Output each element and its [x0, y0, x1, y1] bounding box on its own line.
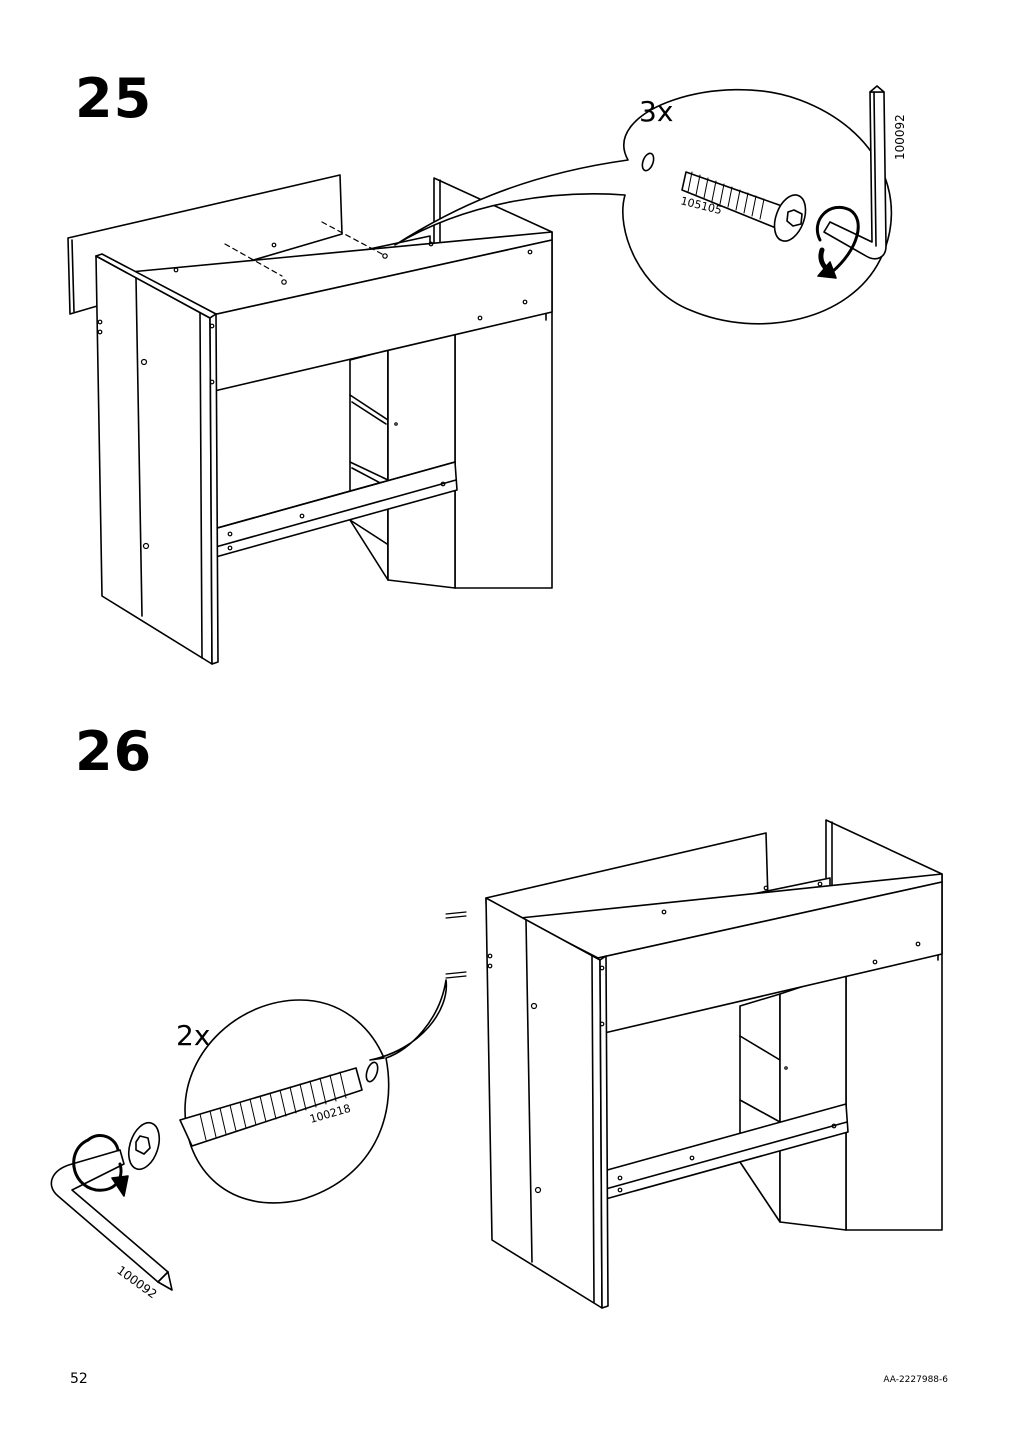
step-25-illustration: 3x 105105 100092: [67, 85, 907, 665]
step-25-number: 25: [75, 67, 153, 130]
bolt-105105-icon: [681, 171, 807, 242]
dowel-holes: [97, 241, 533, 551]
quantity-label: 3x: [639, 95, 673, 128]
part-number-100218: 100218: [308, 1102, 352, 1126]
step-26-number: 26: [75, 720, 153, 783]
insertion-guides: [224, 221, 383, 277]
page-number: 52: [70, 1371, 88, 1387]
allen-key-100092-icon: [823, 85, 887, 260]
washer-icon: [641, 152, 655, 172]
rotate-arrow-icon: [815, 205, 860, 279]
part-number-100092: 100092: [114, 1263, 159, 1301]
left-side-panel: [95, 253, 219, 665]
front-top-board: [129, 231, 553, 393]
quantity-label: 2x: [176, 1019, 210, 1052]
part-number-100092: 100092: [893, 114, 907, 160]
document-code: AA-2227988-6: [883, 1375, 948, 1385]
callout-bubble: [394, 88, 893, 325]
interior-shelves: [349, 329, 456, 589]
